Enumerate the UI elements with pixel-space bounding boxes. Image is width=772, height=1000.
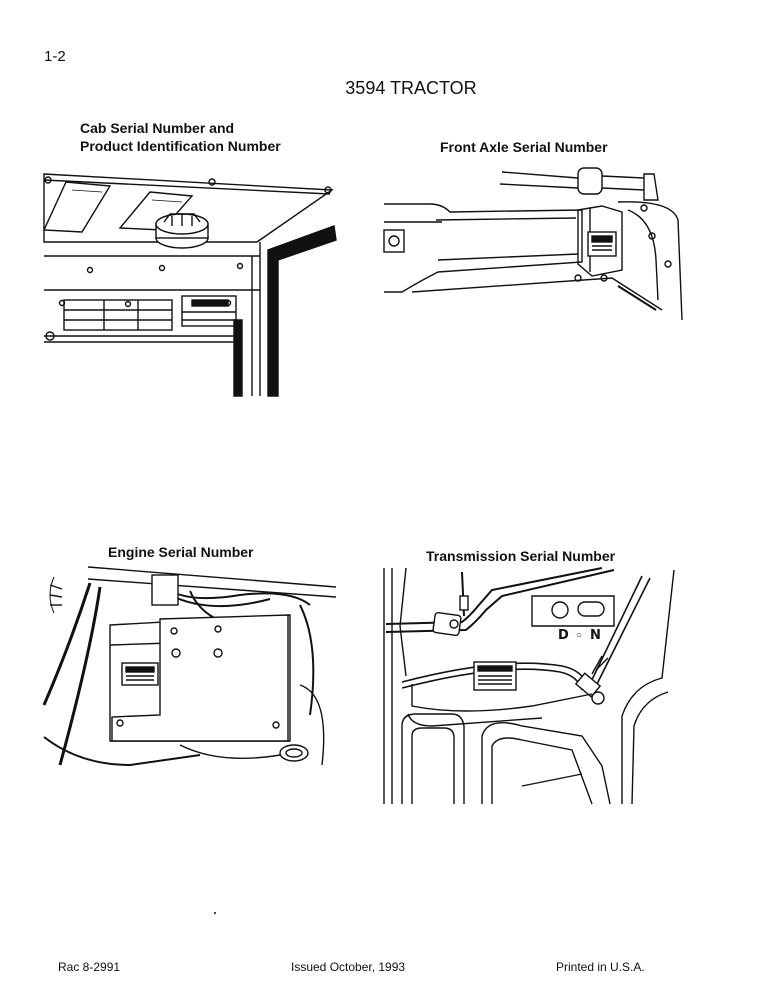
page-number: 1-2: [44, 48, 66, 65]
footer-printed-in: Printed in U.S.A.: [556, 960, 645, 974]
engine-serial-illustration: [40, 565, 340, 785]
footer-document-code: Rac 8-2991: [58, 960, 121, 974]
caption-line: Cab Serial Number and: [80, 120, 235, 136]
transmission-serial-illustration: D ○ N: [382, 566, 682, 806]
figure-caption-front-axle-serial: Front Axle Serial Number: [440, 139, 608, 155]
shift-label-n: N: [590, 628, 601, 643]
shift-indicator-icon: ○: [576, 630, 583, 641]
figure-caption-cab-serial: Cab Serial Number and Product Identifica…: [80, 119, 281, 155]
figure-caption-engine-serial: Engine Serial Number: [108, 544, 254, 560]
page-title: 3594 TRACTOR: [345, 78, 477, 98]
speck: [214, 912, 216, 914]
shift-label-d: D: [558, 628, 569, 643]
footer-issue-date: Issued October, 1993: [291, 960, 406, 974]
front-axle-illustration: [382, 160, 692, 320]
figure-caption-transmission-serial: Transmission Serial Number: [426, 548, 616, 564]
caption-line: Product Identification Number: [80, 138, 281, 154]
cab-serial-illustration: [42, 160, 342, 400]
